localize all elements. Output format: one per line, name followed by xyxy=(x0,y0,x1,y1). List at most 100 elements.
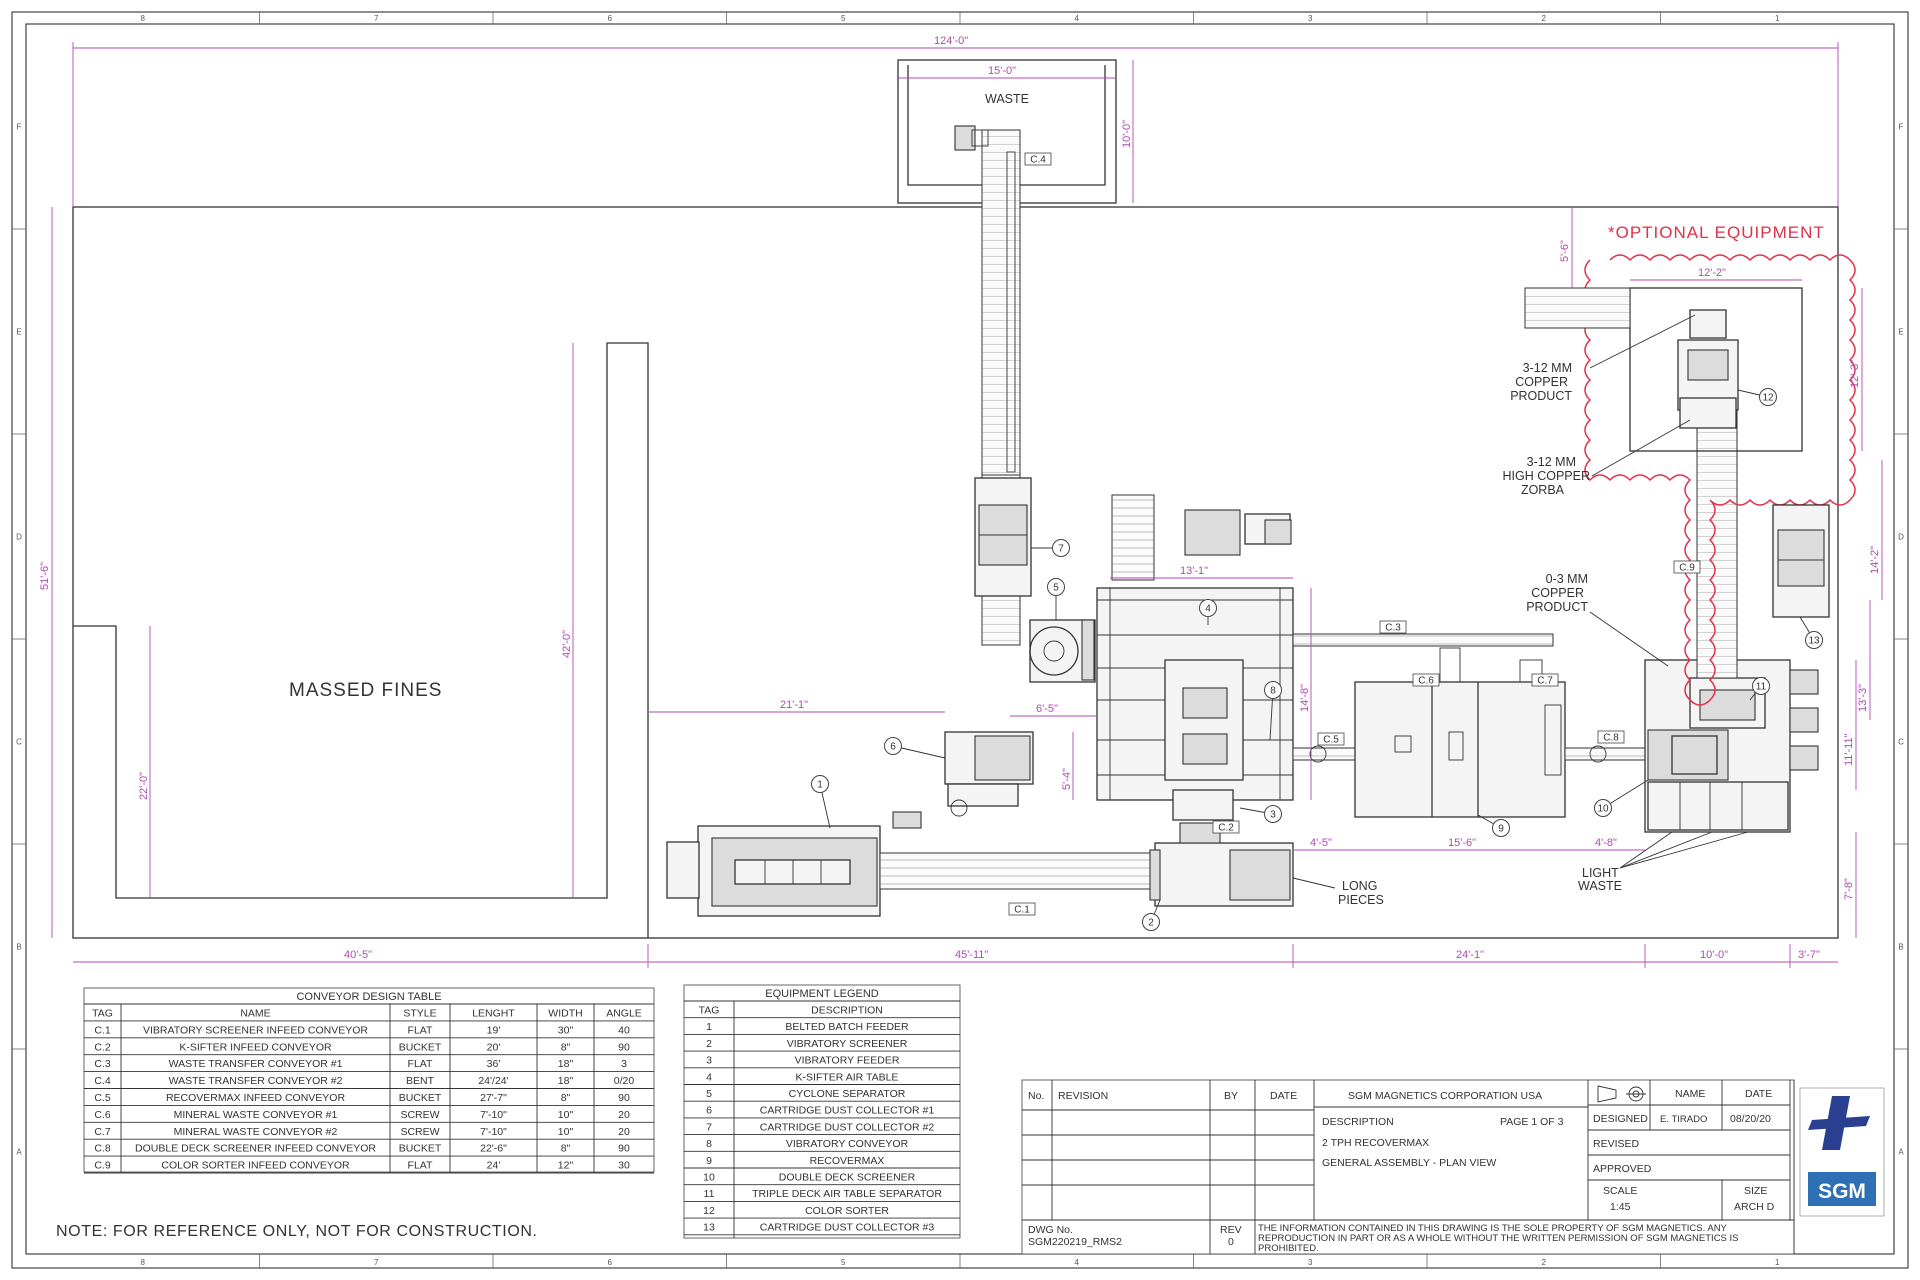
tb-dwg-value: SGM220219_RMS2 xyxy=(1028,1236,1122,1248)
massed-fines-area: MASSED FINES xyxy=(73,342,649,938)
equipment-tag-label-3: 3 xyxy=(1270,810,1276,821)
waste-label: WASTE xyxy=(985,92,1029,106)
legend-cell: VIBRATORY SCREENER xyxy=(787,1038,908,1050)
conveyor-cell: 8" xyxy=(561,1092,571,1104)
conveyor-cell: 24' xyxy=(487,1160,501,1172)
conveyor-cell: 8" xyxy=(561,1041,571,1053)
dim-depth-7-8: 7'-8" xyxy=(1843,878,1855,900)
legend-cell: 3 xyxy=(706,1055,712,1067)
dim-bottom-3-7: 3'-7" xyxy=(1798,949,1820,961)
legend-cell: COLOR SORTER xyxy=(805,1205,889,1217)
zone-row-right-A: A xyxy=(1898,1148,1904,1157)
conveyor-tag-C-4 xyxy=(1024,152,1052,166)
recovermax-9 xyxy=(1354,681,1566,818)
conveyor-tag-label-C-4: C.4 xyxy=(1030,155,1046,166)
tb-designed-name: E. TIRADO xyxy=(1660,1114,1707,1125)
zone-col-bottom-3: 3 xyxy=(1308,1258,1313,1267)
conveyor-cell: C.8 xyxy=(94,1143,111,1155)
tb-designed-date: 08/20/20 xyxy=(1730,1113,1771,1125)
legend-cell: 6 xyxy=(706,1105,712,1117)
conveyor-tag-C-8 xyxy=(1597,730,1625,744)
sgm-logo-text: SGM xyxy=(1818,1180,1866,1203)
conveyor-cell: C.1 xyxy=(94,1024,111,1036)
copper-product-top-1: 3-12 MM xyxy=(1523,361,1572,375)
equipment-tag-1 xyxy=(811,775,829,793)
tb-col-date: DATE xyxy=(1270,1090,1297,1102)
tb-notice-1: THE INFORMATION CONTAINED IN THIS DRAWIN… xyxy=(1258,1223,1728,1234)
conveyor-header-name: NAME xyxy=(240,1008,270,1020)
equipment-tag-label-4: 4 xyxy=(1205,604,1211,615)
copper-fine-2: COPPER xyxy=(1531,586,1584,600)
dim-bottom-10-0: 10'-0" xyxy=(1700,949,1728,961)
conveyor-header-angle: ANGLE xyxy=(606,1008,642,1020)
equipment-tag-label-12: 12 xyxy=(1762,393,1774,404)
zone-col-top-2: 2 xyxy=(1542,14,1547,23)
conveyor-tag-label-C-1: C.1 xyxy=(1014,905,1030,916)
tb-dwg-label: DWG No. xyxy=(1028,1224,1073,1236)
conveyor-cell: 18" xyxy=(558,1075,574,1087)
dim-bottom-40-5: 40'-5" xyxy=(344,949,372,961)
cyclone-separator-5 xyxy=(1029,619,1096,683)
conveyor-tag-label-C-3: C.3 xyxy=(1385,623,1401,634)
equipment-tag-12 xyxy=(1759,388,1777,406)
conveyor-cell: 90 xyxy=(618,1041,630,1053)
conveyor-cell: 20' xyxy=(487,1041,501,1053)
copper-product-top-2: COPPER xyxy=(1515,375,1568,389)
equipment-tag-label-7: 7 xyxy=(1058,544,1064,555)
conveyor-tag-label-C-9: C.9 xyxy=(1679,563,1695,574)
zone-col-bottom-2: 2 xyxy=(1542,1258,1547,1267)
conveyor-cell: 27'-7" xyxy=(480,1092,507,1104)
equipment-tag-label-2: 2 xyxy=(1148,918,1154,929)
copper-fine-3: PRODUCT xyxy=(1526,600,1588,614)
equipment-tag-9 xyxy=(1492,819,1510,837)
legend-cell: BELTED BATCH FEEDER xyxy=(785,1021,909,1033)
zone-row-right-D: D xyxy=(1898,533,1904,542)
dim-optional-12-3: 12'-3" xyxy=(1849,360,1861,388)
conveyor-cell: VIBRATORY SCREENER INFEED CONVEYOR xyxy=(143,1024,368,1036)
belted-batch-feeder-1 xyxy=(666,811,922,917)
legend-header-description: DESCRIPTION xyxy=(811,1005,883,1017)
high-copper-2: HIGH COPPER xyxy=(1502,469,1590,483)
tb-notice-3: PROHIBITED. xyxy=(1258,1243,1319,1254)
zone-col-bottom-7: 7 xyxy=(374,1258,379,1267)
conveyor-tag-C-3 xyxy=(1379,620,1407,634)
dim-depth-14-8: 14'-8" xyxy=(1299,684,1311,712)
conveyor-tag-C-2 xyxy=(1212,820,1240,834)
legend-cell: 2 xyxy=(706,1038,712,1050)
color-sorter-conveyor-c9 xyxy=(1696,409,1738,679)
recovermax-infeed-c5 xyxy=(1292,745,1359,763)
dim-depth-13-3: 13'-3" xyxy=(1857,684,1869,712)
conveyor-cell: RECOVERMAX INFEED CONVEYOR xyxy=(166,1092,346,1104)
conveyor-cell: C.5 xyxy=(94,1092,111,1104)
equipment-tag-7 xyxy=(1052,539,1070,557)
dim-optional-5-6: 5'-6" xyxy=(1559,240,1571,262)
dim-bottom-24-1: 24'-1" xyxy=(1456,949,1484,961)
conveyor-cell: BENT xyxy=(406,1075,435,1087)
legend-cell: RECOVERMAX xyxy=(810,1155,885,1167)
conveyor-cell: 40 xyxy=(618,1024,630,1036)
tb-scale-label: SCALE xyxy=(1603,1185,1637,1197)
tb-notice-2: REPRODUCTION IN PART OR AS A WHOLE WITHO… xyxy=(1258,1233,1739,1244)
dim-width-13-1: 13'-1" xyxy=(1180,565,1208,577)
zone-row-left-E: E xyxy=(16,328,21,337)
conveyor-header-tag: TAG xyxy=(92,1008,113,1020)
tb-company: SGM MAGNETICS CORPORATION USA xyxy=(1348,1090,1542,1102)
conveyor-cell: BUCKET xyxy=(399,1143,442,1155)
legend-cell: VIBRATORY CONVEYOR xyxy=(786,1138,909,1150)
dim-depth-14-2: 14'-2" xyxy=(1869,546,1881,574)
zone-row-right-E: E xyxy=(1898,328,1903,337)
high-copper-1: 3-12 MM xyxy=(1527,455,1576,469)
dim-offset-6-5: 6'-5" xyxy=(1036,703,1058,715)
tb-desc-line1: 2 TPH RECOVERMAX xyxy=(1322,1137,1429,1149)
equipment-tag-5 xyxy=(1047,578,1065,596)
zone-col-top-3: 3 xyxy=(1308,14,1313,23)
conveyor-cell: SCREW xyxy=(400,1109,439,1121)
conveyor-tag-C-9 xyxy=(1673,560,1701,574)
dim-optional-12-2: 12'-2" xyxy=(1698,267,1726,279)
dim-left-bay: 22'-0" xyxy=(138,772,150,800)
zone-col-top-1: 1 xyxy=(1775,14,1780,23)
